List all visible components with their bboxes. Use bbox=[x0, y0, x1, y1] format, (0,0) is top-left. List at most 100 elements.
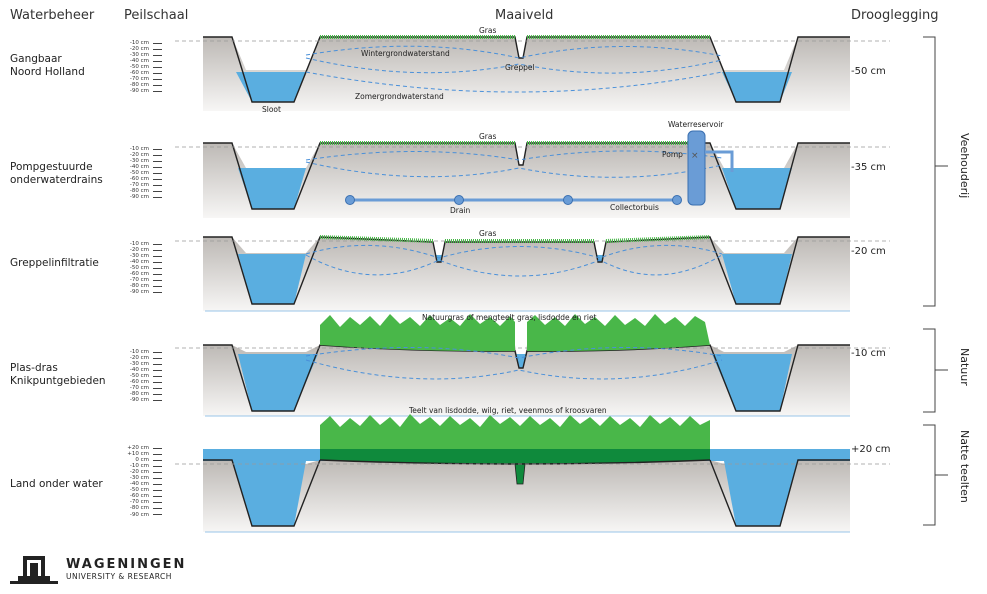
peilschaal-tick: -60 cm bbox=[124, 493, 184, 499]
peilschaal-row2: -10 cm-20 cm-30 cm-40 cm-50 cm-60 cm-70 … bbox=[124, 146, 184, 200]
peilschaal-tick: -80 cm bbox=[124, 283, 184, 289]
row1-ditch-right-water bbox=[722, 72, 792, 102]
peilschaal-tick: -10 cm bbox=[124, 349, 184, 355]
peilschaal-tick: -20 cm bbox=[124, 469, 184, 475]
header-waterbeheer: Waterbeheer bbox=[10, 8, 95, 23]
peilschaal-row4: -10 cm-20 cm-30 cm-40 cm-50 cm-60 cm-70 … bbox=[124, 349, 184, 403]
drooglegging-row4: -10 cm bbox=[851, 348, 886, 359]
peilschaal-tick: -90 cm bbox=[124, 397, 184, 403]
row4-vegetation-right bbox=[527, 314, 710, 352]
row5-ditch-right-water bbox=[724, 461, 798, 526]
peilschaal-tick: -90 cm bbox=[124, 194, 184, 200]
drooglegging-row5: +20 cm bbox=[851, 444, 891, 455]
peilschaal-tick: -40 cm bbox=[124, 164, 184, 170]
header-drooglegging: Drooglegging bbox=[851, 8, 939, 23]
peilschaal-tick: -20 cm bbox=[124, 152, 184, 158]
peilschaal-tick: -70 cm bbox=[124, 182, 184, 188]
bracket-label-veehouderij: Veehouderij bbox=[958, 133, 971, 199]
row2-gras-label: Gras bbox=[479, 132, 496, 141]
drooglegging-row3: -20 cm bbox=[851, 246, 886, 257]
peilschaal-tick: -20 cm bbox=[124, 247, 184, 253]
peilschaal-tick: -20 cm bbox=[124, 46, 184, 52]
peilschaal-tick: -10 cm bbox=[124, 146, 184, 152]
row4-ditch-right-water bbox=[712, 354, 792, 411]
row1-gras-label: Gras bbox=[479, 26, 496, 35]
peilschaal-tick: -90 cm bbox=[124, 88, 184, 94]
peilschaal-tick: -10 cm bbox=[124, 463, 184, 469]
row2-ditch-right-water bbox=[722, 168, 792, 209]
row5-vegetation bbox=[320, 414, 710, 449]
peilschaal-tick: -10 cm bbox=[124, 241, 184, 247]
header-maaiveld: Maaiveld bbox=[495, 8, 554, 23]
row1-ditch-left-water bbox=[236, 72, 306, 102]
peilschaal-tick: -50 cm bbox=[124, 487, 184, 493]
logo-line2: UNIVERSITY & RESEARCH bbox=[66, 572, 172, 581]
row1-cross-section: Gras Wintergrondwaterstand Greppel Zomer… bbox=[175, 26, 890, 114]
row1-sloot-label: Sloot bbox=[262, 105, 281, 114]
peilschaal-tick: -90 cm bbox=[124, 512, 184, 518]
peilschaal-row1: -10 cm-20 cm-30 cm-40 cm-50 cm-60 cm-70 … bbox=[124, 40, 184, 94]
peilschaal-tick: -80 cm bbox=[124, 188, 184, 194]
peilschaal-tick: -40 cm bbox=[124, 58, 184, 64]
peilschaal-tick: -80 cm bbox=[124, 391, 184, 397]
row2-waterreservoir bbox=[687, 130, 706, 206]
peilschaal-tick: -70 cm bbox=[124, 76, 184, 82]
row4-ditch-left-water bbox=[238, 354, 318, 411]
peilschaal-tick: -30 cm bbox=[124, 475, 184, 481]
bracket-label-natuur: Natuur bbox=[958, 348, 971, 386]
peilschaal-tick: -60 cm bbox=[124, 70, 184, 76]
row-label-greppelinfiltratie: Greppelinfiltratie bbox=[10, 257, 99, 269]
row4-vegetation-label: Natuurgras of mengteelt gras, lisdodde e… bbox=[422, 313, 597, 322]
peilschaal-tick: -80 cm bbox=[124, 505, 184, 511]
row3-ditch-left-water bbox=[238, 254, 306, 304]
row5-ditch-left-water bbox=[232, 461, 306, 526]
peilschaal-tick: -50 cm bbox=[124, 170, 184, 176]
peilschaal-tick: -30 cm bbox=[124, 253, 184, 259]
peilschaal-tick: -90 cm bbox=[124, 289, 184, 295]
row5-vegetation-label: Teelt van lisdodde, wilg, riet, veenmos … bbox=[408, 406, 607, 415]
peilschaal-tick: -70 cm bbox=[124, 277, 184, 283]
peilschaal-tick: -60 cm bbox=[124, 176, 184, 182]
row5-cross-section: Teelt van lisdodde, wilg, riet, veenmos … bbox=[175, 406, 890, 533]
row3-cross-section: Gras bbox=[175, 229, 890, 312]
peilschaal-tick: -60 cm bbox=[124, 271, 184, 277]
peilschaal-tick: -50 cm bbox=[124, 373, 184, 379]
row5-dark-green-layer bbox=[320, 449, 710, 464]
row2-collectorbuis-label: Collectorbuis bbox=[610, 203, 659, 212]
row-label-land-onder-water: Land onder water bbox=[10, 478, 103, 490]
peilschaal-tick: -70 cm bbox=[124, 385, 184, 391]
right-brackets bbox=[923, 36, 948, 526]
peilschaal-tick: -30 cm bbox=[124, 52, 184, 58]
peilschaal-tick: -30 cm bbox=[124, 158, 184, 164]
row2-pump-x-icon: × bbox=[691, 151, 699, 161]
wur-logo-icon bbox=[10, 556, 58, 584]
row1-greppel-label: Greppel bbox=[505, 63, 535, 72]
drooglegging-row1: -50 cm bbox=[851, 66, 886, 77]
peilschaal-tick: -70 cm bbox=[124, 499, 184, 505]
peilschaal-tick: -40 cm bbox=[124, 367, 184, 373]
peilschaal-tick: -50 cm bbox=[124, 64, 184, 70]
row3-gras-label: Gras bbox=[479, 229, 496, 238]
row1-zomer-label: Zomergrondwaterstand bbox=[355, 92, 444, 101]
peilschaal-tick: -80 cm bbox=[124, 82, 184, 88]
row3-ditch-right-water bbox=[722, 254, 792, 304]
drooglegging-row2: -35 cm bbox=[851, 162, 886, 173]
bracket-label-natte-teelten: Natte teelten bbox=[958, 430, 971, 503]
header-peilschaal: Peilschaal bbox=[124, 8, 189, 23]
peilschaal-tick: -60 cm bbox=[124, 379, 184, 385]
row1-winter-label: Wintergrondwaterstand bbox=[361, 49, 450, 58]
row2-waterreservoir-label: Waterreservoir bbox=[668, 120, 724, 129]
logo-line1: WAGENINGEN bbox=[66, 557, 187, 572]
row2-pomp-label: Pomp bbox=[662, 150, 683, 159]
peilschaal-tick: 0 cm bbox=[124, 457, 184, 463]
peilschaal-tick: -20 cm bbox=[124, 355, 184, 361]
peilschaal-row3: -10 cm-20 cm-30 cm-40 cm-50 cm-60 cm-70 … bbox=[124, 241, 184, 295]
peilschaal-tick: -30 cm bbox=[124, 361, 184, 367]
row4-vegetation-left bbox=[320, 314, 515, 352]
peilschaal-tick: -50 cm bbox=[124, 265, 184, 271]
peilschaal-tick: +10 cm bbox=[124, 451, 184, 457]
peilschaal-tick: -40 cm bbox=[124, 481, 184, 487]
